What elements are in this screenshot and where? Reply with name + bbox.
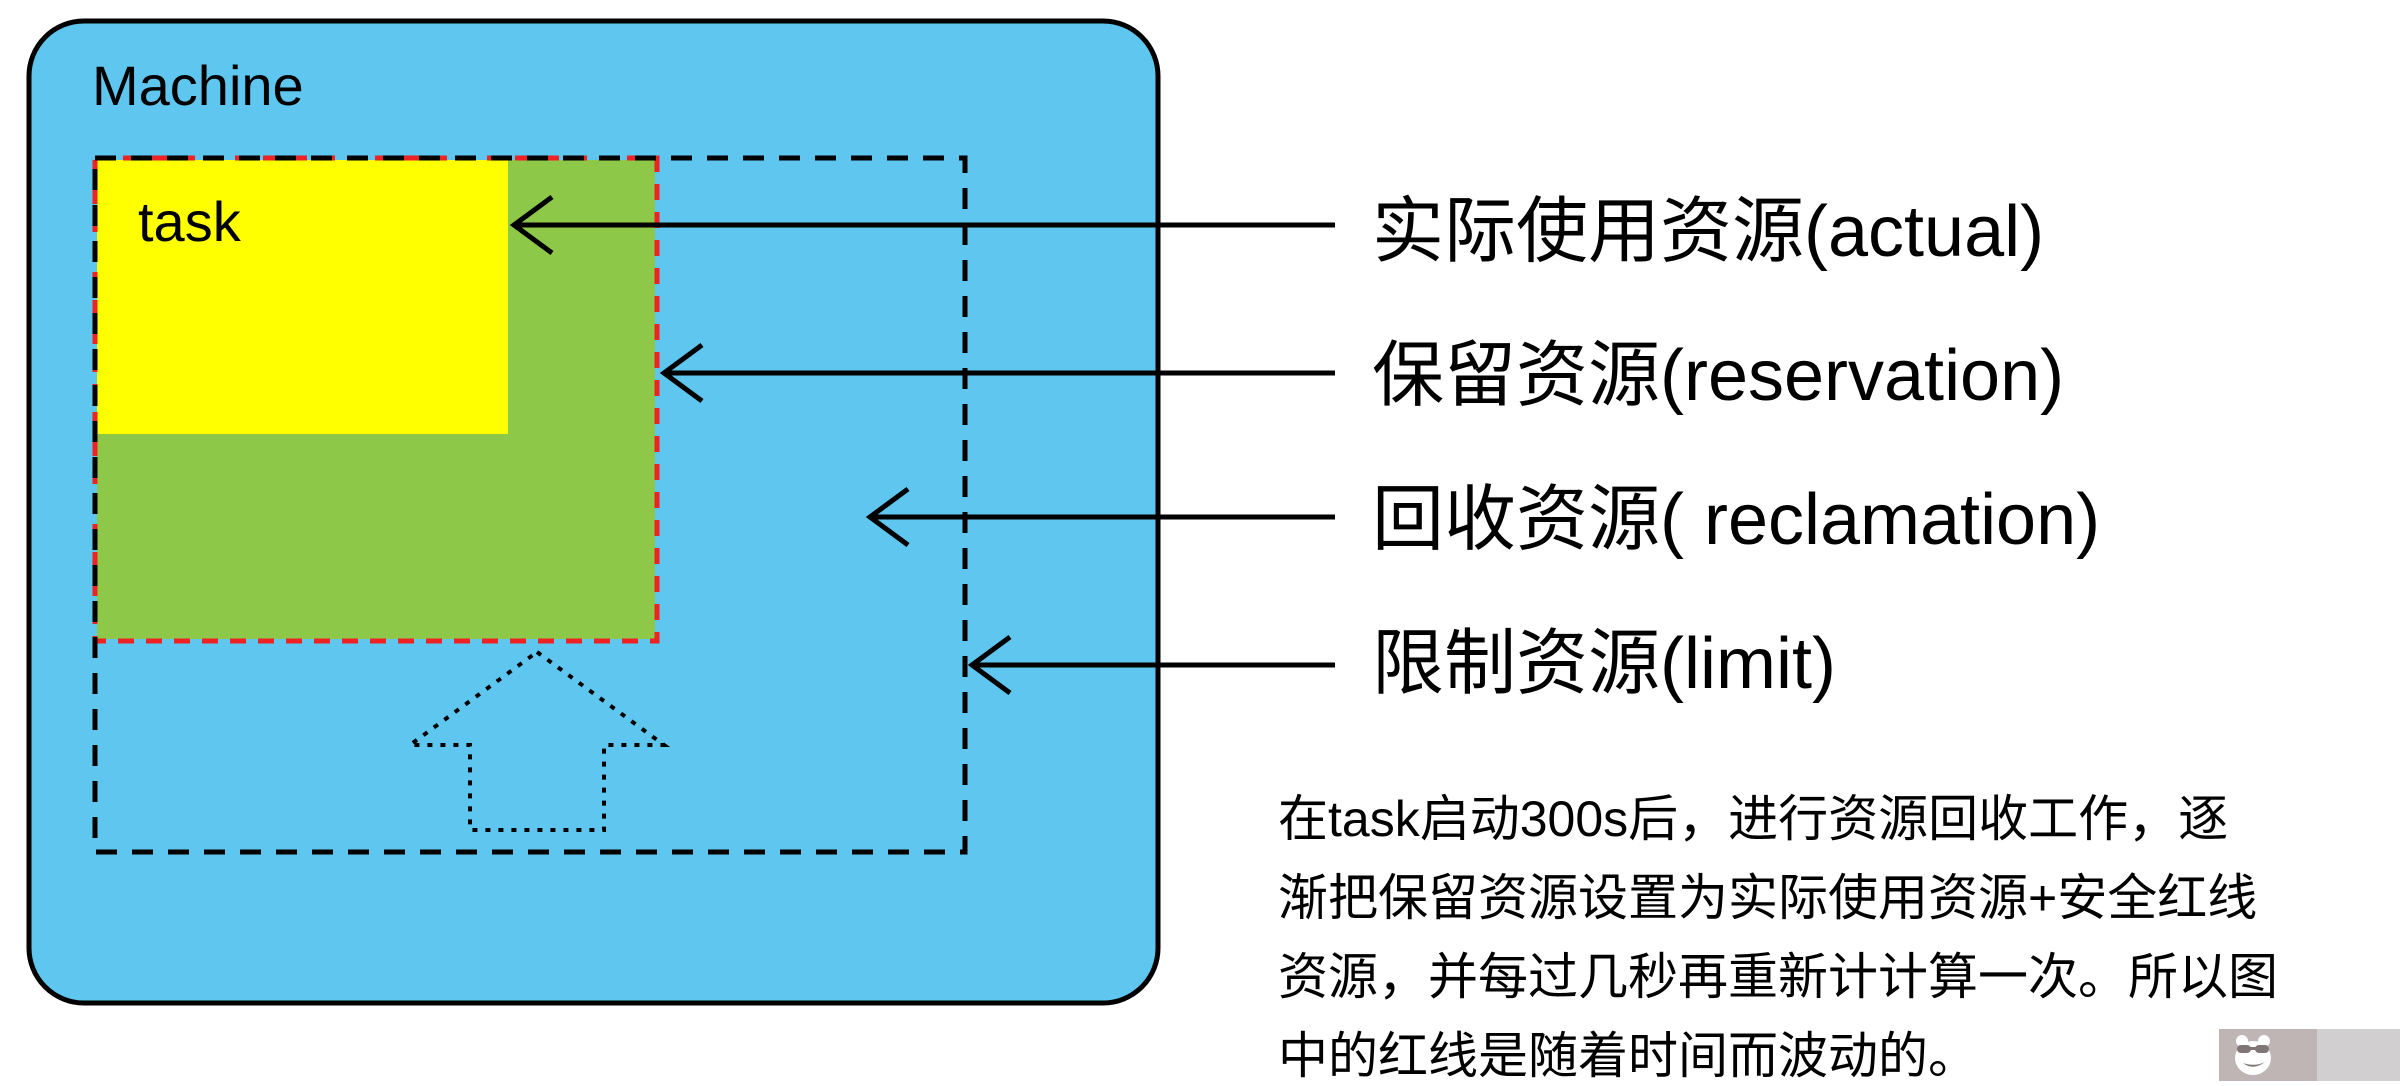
note-line: 在task启动300s后，进行资源回收工作，逐 (1278, 791, 2229, 847)
pointer-reclamation (865, 486, 1335, 548)
arrowhead-reservation-icon (659, 342, 704, 404)
machine-title: Machine (92, 54, 304, 117)
explanation-note: 在task启动300s后，进行资源回收工作，逐 渐把保留资源设置为实际使用资源+… (1278, 780, 2278, 1086)
watermark-logo-block (2219, 1029, 2317, 1081)
legend-reservation: 保留资源(reservation) (1372, 336, 2065, 416)
arrowhead-reclamation-icon (865, 486, 910, 548)
legend-limit: 限制资源(limit) (1372, 624, 1836, 704)
pointer-reservation (659, 342, 1335, 404)
watermark-text-block (2317, 1029, 2400, 1081)
arrowhead-actual-icon (509, 194, 554, 256)
pointer-actual (509, 194, 1335, 256)
limit-border (92, 155, 968, 855)
pointer-limit (967, 634, 1335, 696)
note-line: 资源，并每过几秒再重新计计算一次。所以图 (1278, 949, 2278, 1005)
note-line: 中的红线是随着时间而波动的。 (1278, 1028, 1978, 1084)
task-title: task (138, 190, 241, 253)
legend-reclamation: 回收资源( reclamation) (1372, 480, 2101, 560)
note-line: 渐把保留资源设置为实际使用资源+安全红线 (1278, 870, 2258, 926)
actual-usage-area (97, 160, 508, 434)
arrowhead-limit-icon (967, 634, 1012, 696)
watermark (2219, 1029, 2400, 1081)
monkey-face-logo-icon (2235, 1035, 2271, 1075)
legend-actual: 实际使用资源(actual) (1372, 192, 2045, 272)
